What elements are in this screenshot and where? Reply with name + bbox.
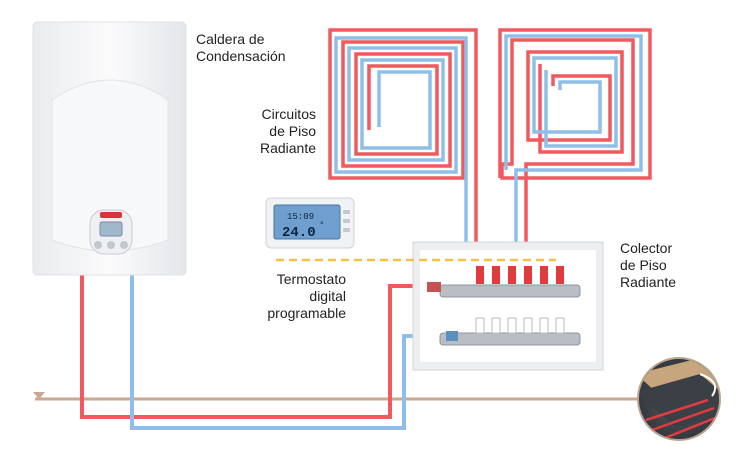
thermostat-label-line-1: Termostato	[276, 271, 346, 287]
supply-pipe	[80, 275, 427, 419]
boiler-label: Caldera de Condensación	[196, 31, 286, 65]
circuits-label-line-1: Circuitos	[261, 106, 316, 122]
manifold-label-line-1: Colector	[620, 240, 673, 256]
boiler	[32, 21, 187, 276]
manifold-cabinet	[412, 241, 604, 371]
thermostat-device: 15:09 24.0 °	[265, 197, 355, 249]
circuits-label-line-3: Radiante	[259, 140, 316, 156]
circuits-label: Circuitos de Piso Radiante	[236, 106, 316, 157]
floor-circuit-1	[328, 28, 478, 355]
boiler-label-line-1: Caldera de	[196, 31, 265, 47]
floor-circuit-2	[498, 28, 652, 355]
manifold-label-line-2: de Piso	[620, 257, 667, 273]
manifold-label: Colector de Piso Radiante	[620, 240, 676, 291]
circuits-label-line-2: de Piso	[269, 123, 316, 139]
manifold-label-line-3: Radiante	[620, 274, 677, 290]
thermostat-label: Termostato digital programable	[236, 271, 346, 322]
thermostat-unit: °	[320, 220, 324, 230]
thermostat-temperature: 24.0	[282, 225, 316, 241]
thermostat-time: 15:09	[287, 212, 314, 222]
thermostat-label-line-3: programable	[267, 305, 346, 321]
thermostat-label-line-2: digital	[309, 288, 346, 304]
floor-cutaway	[637, 357, 721, 441]
floor-line	[33, 392, 640, 401]
boiler-label-line-2: Condensación	[196, 48, 286, 64]
